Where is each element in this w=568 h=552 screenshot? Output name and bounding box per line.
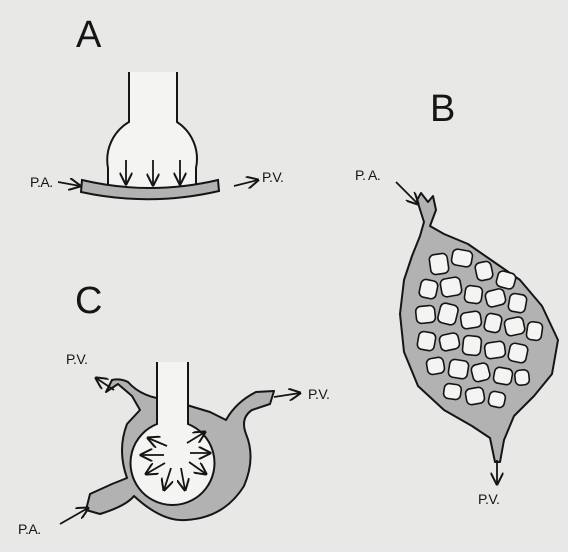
panel-c-letter: C xyxy=(75,282,102,320)
panel-a-outflow-arrow xyxy=(234,180,258,186)
panel-c-outflow-left-label: P.V. xyxy=(66,352,87,366)
panel-a-inflow-arrow xyxy=(58,182,80,186)
panel-a-outflow-label: P.V. xyxy=(262,170,283,184)
panel-a-inflow-label: P.A. xyxy=(30,175,53,189)
panel-b-drawing xyxy=(396,182,558,484)
panel-c-drawing xyxy=(60,362,300,524)
panel-b-outflow-label: P.V. xyxy=(478,492,499,506)
panel-c-outflow-right-label: P.V. xyxy=(308,387,329,401)
panel-b-inflow-arrow xyxy=(396,182,418,204)
panel-c-inflow-arrow xyxy=(60,508,88,524)
panel-c-outflow-right-arrow xyxy=(274,393,300,397)
panel-c-inflow-label: P.A. xyxy=(18,522,41,536)
panel-b-inflow-label: P. A. xyxy=(355,168,380,182)
panel-b-letter: B xyxy=(430,90,455,128)
panel-a-letter: A xyxy=(76,16,101,54)
panel-a-drawing xyxy=(58,72,258,199)
